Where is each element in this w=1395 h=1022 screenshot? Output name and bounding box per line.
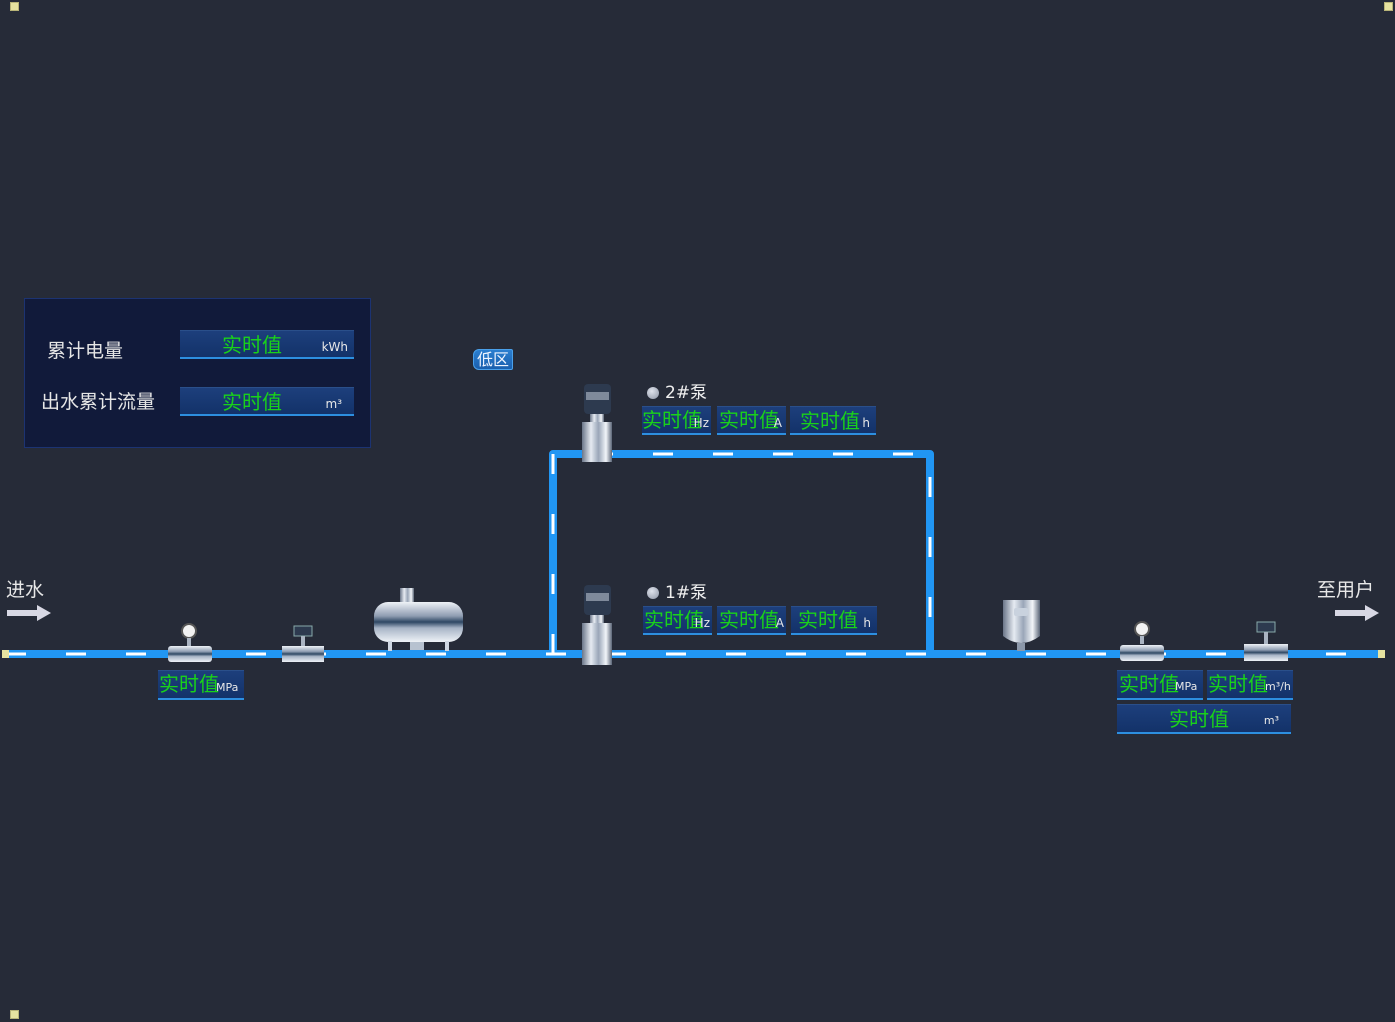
cumulative-outflow-value-box: 实时值 m³ <box>180 387 354 416</box>
inlet-pressure-box: 实时值 MPa <box>158 670 244 700</box>
pump-2-runtime-value: 实时值 <box>800 409 860 433</box>
outlet-total-flow-unit: m³ <box>1263 714 1279 727</box>
cumulative-outflow-unit: m³ <box>325 397 343 411</box>
outlet-flow-box: 实时值 m³/h <box>1207 670 1293 700</box>
pump-1-frequency-box: 实时值 Hz <box>643 606 712 635</box>
pump-1-label: 1#泵 <box>647 578 707 603</box>
inlet-endcap <box>2 650 9 658</box>
pump-2-runtime-box: 实时值 h <box>790 406 876 435</box>
pump-2-name: 2#泵 <box>665 383 708 403</box>
zone-label: 低区 <box>473 349 513 370</box>
inlet-flowmeter-icon <box>282 625 324 662</box>
outlet-pressure-box: 实时值 MPa <box>1117 670 1203 700</box>
corner-handle-bottom-left <box>10 1010 19 1019</box>
summary-panel: 累计电量 实时值 kWh 出水累计流量 实时值 m³ <box>24 298 371 448</box>
outlet-total-flow-box: 实时值 m³ <box>1117 704 1291 734</box>
pump-2-frequency-box: 实时值 Hz <box>642 406 711 435</box>
cumulative-energy-value: 实时值 <box>222 333 282 357</box>
pump-1-name: 1#泵 <box>665 583 708 603</box>
pump-1-current-value: 实时值 <box>719 608 779 632</box>
corner-handle-top-right <box>1384 2 1393 11</box>
pump-2-icon <box>582 384 612 462</box>
pump-2-runtime-unit: h <box>862 416 870 430</box>
pressure-tank-icon <box>374 588 463 651</box>
outlet-arrow-icon <box>1335 605 1379 621</box>
pump-1-current-unit: A <box>775 616 784 630</box>
cumulative-outflow-label: 出水累计流量 <box>41 391 156 413</box>
cumulative-energy-label: 累计电量 <box>47 340 124 362</box>
inlet-pressure-unit: MPa <box>216 681 239 694</box>
outlet-flow-value: 实时值 <box>1208 672 1268 696</box>
cumulative-energy-unit: kWh <box>321 340 348 354</box>
pump-2-current-unit: A <box>773 416 782 430</box>
pump-1-runtime-box: 实时值 h <box>791 606 877 635</box>
buffer-vessel-icon <box>1003 600 1040 651</box>
bypass-pipe-flow <box>551 452 932 654</box>
outlet-endcap <box>1378 650 1385 658</box>
outlet-label: 至用户 <box>1317 579 1375 601</box>
pump-2-current-box: 实时值 A <box>717 406 786 435</box>
outlet-flow-unit: m³/h <box>1265 680 1291 693</box>
inlet-label: 进水 <box>6 579 45 601</box>
corner-handle-top-left <box>10 2 19 11</box>
outlet-pressure-unit: MPa <box>1175 680 1198 693</box>
pump-1-icon <box>582 585 612 665</box>
pump-2-current-value: 实时值 <box>719 408 779 432</box>
cumulative-energy-value-box: 实时值 kWh <box>180 330 354 359</box>
inlet-arrow-icon <box>7 605 51 621</box>
pump-2-label: 2#泵 <box>647 378 707 403</box>
pump-1-runtime-unit: h <box>863 616 871 630</box>
inlet-pressure-gauge-icon <box>168 623 212 662</box>
pump-1-runtime-value: 实时值 <box>798 608 858 632</box>
pump-1-frequency-unit: Hz <box>694 616 710 630</box>
outlet-pressure-value: 实时值 <box>1119 672 1179 696</box>
pump-2-frequency-unit: Hz <box>693 416 709 430</box>
outlet-flowmeter-icon <box>1244 621 1288 661</box>
cumulative-outflow-value: 实时值 <box>222 390 282 414</box>
pump-1-status-indicator <box>647 587 659 599</box>
inlet-pressure-value: 实时值 <box>159 672 219 696</box>
pump-2-status-indicator <box>647 387 659 399</box>
pump-1-frequency-value: 实时值 <box>644 608 704 632</box>
pump-1-current-box: 实时值 A <box>717 606 786 635</box>
outlet-total-flow-value: 实时值 <box>1169 707 1229 731</box>
outlet-pressure-gauge-icon <box>1120 621 1164 661</box>
pump-2-frequency-value: 实时值 <box>642 408 702 432</box>
